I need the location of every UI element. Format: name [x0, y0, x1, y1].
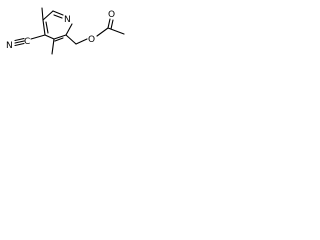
chain-bond-ch2-o: [75, 38, 88, 45]
atom-label-nitrile-carbon: C: [24, 37, 30, 47]
carbonyl-double-bond-1: [107, 18, 111, 29]
nitrile-triple-bond-3: [14, 42, 25, 47]
nitrile-triple-bond-2: [14, 37, 25, 42]
ring-bond-c4-c5-inner: [45, 21, 49, 34]
ring-bond-c4-c5: [42, 19, 46, 36]
chemical-structure-diagram: N C N O O: [0, 0, 143, 70]
chain-bond-c2-ch2: [65, 34, 77, 45]
atom-label-ring-nitrogen: N: [64, 15, 71, 25]
ring-bond-n1-c2: [65, 23, 73, 36]
atom-label-carbonyl-oxygen: O: [108, 10, 115, 20]
ring-bond-c6-n1: [52, 10, 64, 16]
molecule-drawing: N C N O O: [6, 7, 125, 55]
carbonyl-double-bond-2: [110, 19, 114, 30]
ring-bond-c3-c4: [44, 34, 55, 40]
ring-bond-c2-c3-inner: [54, 37, 64, 42]
chain-bond-c-ch3: [107, 27, 125, 35]
ring-bond-c2-c3: [53, 34, 67, 40]
nitrile-bond-c4-c: [30, 34, 46, 40]
chain-bond-o-c: [96, 27, 109, 37]
ring-bond-c6-n1-inner: [53, 14, 63, 19]
ring-bond-c5-c6: [42, 10, 54, 21]
atom-label-ether-oxygen: O: [88, 35, 95, 45]
atom-label-nitrile-nitrogen: N: [6, 41, 13, 51]
nitrile-triple-bond-1: [14, 40, 25, 44]
methyl-bond-top: [41, 7, 44, 21]
methyl-bond-bottom: [51, 38, 55, 55]
